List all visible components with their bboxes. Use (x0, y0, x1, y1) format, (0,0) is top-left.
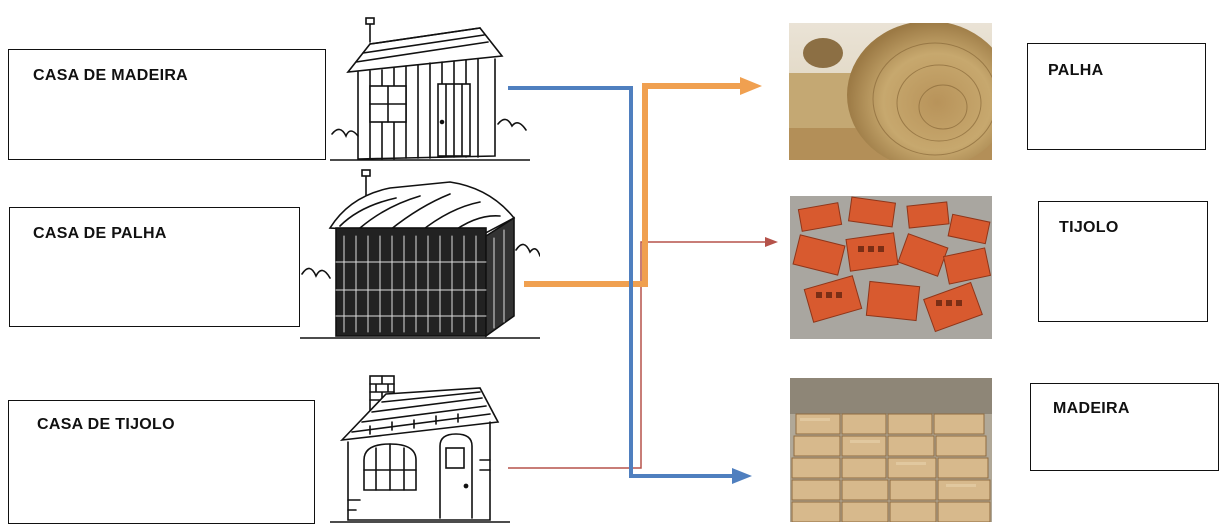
brick-house-illustration (330, 370, 510, 524)
label-box-palha: PALHA (1027, 43, 1206, 150)
label-box-casa-de-palha: CASA DE PALHA (9, 207, 300, 327)
label-box-casa-de-madeira: CASA DE MADEIRA (8, 49, 326, 160)
arrow-to-madeira-icon (732, 468, 752, 484)
connector-casa-de-madeira-to-madeira (508, 86, 734, 478)
bricks-photo (790, 196, 992, 339)
timber-planks-photo (790, 378, 992, 522)
label-madeira: MADEIRA (1053, 400, 1130, 417)
connector-casa-de-tijolo-to-tijolo (508, 241, 765, 469)
hay-bale-photo (789, 23, 992, 160)
label-casa-de-madeira: CASA DE MADEIRA (33, 67, 189, 84)
connector-casa-de-palha-to-palha (524, 83, 742, 287)
label-box-tijolo: TIJOLO (1038, 201, 1208, 322)
label-casa-de-palha: CASA DE PALHA (33, 225, 167, 242)
arrow-to-palha-icon (740, 77, 762, 95)
label-box-madeira: MADEIRA (1030, 383, 1219, 471)
straw-house-illustration (300, 166, 540, 342)
label-casa-de-tijolo: CASA DE TIJOLO (37, 416, 175, 433)
label-tijolo: TIJOLO (1059, 219, 1119, 236)
label-palha: PALHA (1048, 62, 1104, 79)
wooden-house-illustration (330, 14, 530, 164)
label-box-casa-de-tijolo: CASA DE TIJOLO (8, 400, 315, 524)
arrow-to-tijolo-icon (765, 237, 778, 247)
